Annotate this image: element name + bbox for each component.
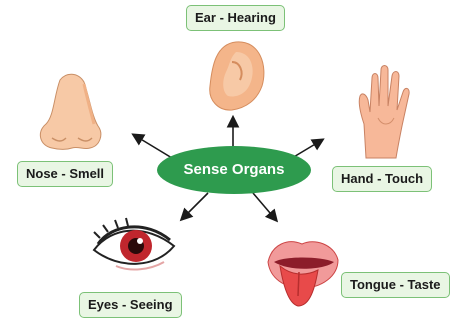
eye-icon [94, 218, 174, 269]
center-label: Sense Organs [159, 155, 309, 185]
tongue-icon [268, 242, 338, 306]
arrow-to-eyes [182, 193, 208, 219]
nose-icon [40, 74, 100, 149]
label-eyes-seeing: Eyes - Seeing [79, 292, 182, 318]
ear-icon [210, 42, 264, 110]
label-nose-smell: Nose - Smell [17, 161, 113, 187]
label-tongue-taste: Tongue - Taste [341, 272, 450, 298]
hand-icon [359, 66, 409, 159]
label-ear-hearing: Ear - Hearing [186, 5, 285, 31]
label-hand-touch: Hand - Touch [332, 166, 432, 192]
arrow-to-tongue [253, 193, 276, 220]
